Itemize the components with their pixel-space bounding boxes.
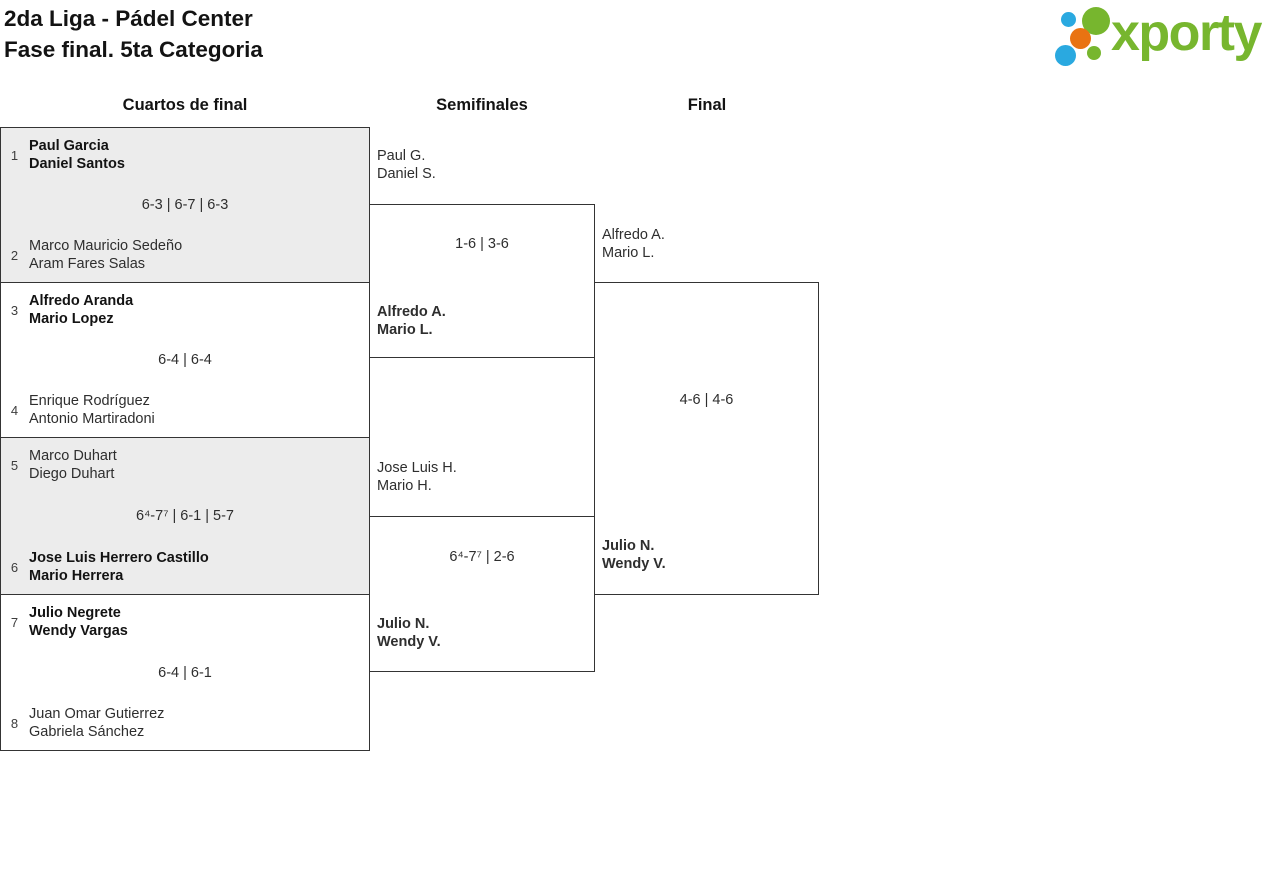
player-name: Marco Duhart	[29, 448, 117, 464]
team-row: 4 Enrique Rodríguez Antonio Martiradoni	[7, 392, 363, 428]
phase-subtitle: Fase final. 5ta Categoria	[4, 37, 263, 62]
player-name: Daniel Santos	[29, 156, 125, 172]
round-header-semifinals: Semifinales	[436, 96, 528, 114]
match-score: 6-3 | 6-7 | 6-3	[141, 197, 229, 213]
player-name: Juan Omar Gutierrez	[29, 706, 165, 722]
player-name: Aram Fares Salas	[29, 256, 146, 272]
match-score: 6-4 | 6-4	[158, 352, 212, 368]
team-names: Alfredo A. Mario L.	[602, 226, 665, 262]
match-score: 4-6 | 4-6	[679, 392, 734, 408]
player-name: Mario Herrera	[29, 568, 124, 584]
player-name: Mario Lopez	[29, 311, 114, 327]
team-names: Alfredo Aranda Mario Lopez	[29, 292, 133, 328]
player-name: Paul G.	[377, 148, 426, 164]
team-names: Juan Omar Gutierrez Gabriela Sánchez	[29, 705, 164, 741]
player-name: Mario H.	[377, 478, 432, 494]
team-names: Marco Duhart Diego Duhart	[29, 447, 117, 483]
quarterfinal-match-1: 1 Paul Garcia Daniel Santos 6-3 | 6-7 | …	[0, 127, 370, 283]
logo-dot-green-small-icon	[1087, 46, 1101, 60]
round-header-quarterfinals: Cuartos de final	[122, 96, 248, 114]
team-names: Alfredo A. Mario L.	[377, 303, 446, 339]
team-names: Jose Luis H. Mario H.	[377, 459, 457, 495]
player-name: Jose Luis H.	[377, 460, 457, 476]
semifinal-match-1-box	[369, 204, 595, 358]
team-row: 5 Marco Duhart Diego Duhart	[7, 447, 363, 483]
team-names: Julio N. Wendy V.	[602, 537, 666, 573]
team-row: 2 Marco Mauricio Sedeño Aram Fares Salas	[7, 237, 363, 273]
player-name: Marco Mauricio Sedeño	[29, 238, 183, 254]
tournament-name: 2da Liga - Pádel Center	[4, 6, 253, 31]
player-name: Enrique Rodríguez	[29, 393, 150, 409]
match-score: 1-6 | 3-6	[455, 236, 509, 252]
player-name: Paul Garcia	[29, 138, 109, 154]
logo-dot-orange-icon	[1070, 28, 1091, 49]
player-name: Wendy V.	[377, 634, 441, 650]
team-row: 1 Paul Garcia Daniel Santos	[7, 137, 363, 173]
team-names: Julio N. Wendy V.	[377, 615, 441, 651]
team-row: 7 Julio Negrete Wendy Vargas	[7, 604, 363, 640]
player-name: Diego Duhart	[29, 466, 115, 482]
player-name: Daniel S.	[377, 166, 436, 182]
match-score: 6⁴-7⁷ | 2-6	[449, 549, 515, 565]
player-name: Wendy Vargas	[29, 623, 128, 639]
player-name: Mario L.	[602, 245, 655, 261]
seed-number: 7	[10, 614, 19, 630]
round-header-final: Final	[687, 96, 727, 114]
team-row: 3 Alfredo Aranda Mario Lopez	[7, 292, 363, 328]
seed-number: 5	[10, 457, 19, 473]
team-names: Marco Mauricio Sedeño Aram Fares Salas	[29, 237, 182, 273]
seed-number: 2	[10, 247, 19, 263]
player-name: Julio Negrete	[29, 605, 121, 621]
team-row: 6 Jose Luis Herrero Castillo Mario Herre…	[7, 549, 363, 585]
quarterfinal-match-4: 7 Julio Negrete Wendy Vargas 6-4 | 6-1 8…	[0, 594, 370, 751]
seed-number: 1	[10, 147, 19, 163]
match-score: 6⁴-7⁷ | 6-1 | 5-7	[136, 508, 234, 524]
team-row: 8 Juan Omar Gutierrez Gabriela Sánchez	[7, 705, 363, 741]
player-name: Jose Luis Herrero Castillo	[29, 550, 209, 566]
player-name: Mario L.	[377, 322, 433, 338]
player-name: Wendy V.	[602, 556, 666, 572]
logo-dot-blue-small-icon	[1061, 12, 1076, 27]
logo-dot-blue-large-icon	[1055, 45, 1076, 66]
match-score: 6-4 | 6-1	[158, 664, 212, 681]
player-name: Alfredo Aranda	[29, 293, 134, 309]
team-names: Jose Luis Herrero Castillo Mario Herrera	[29, 549, 209, 585]
team-names: Paul Garcia Daniel Santos	[29, 137, 125, 173]
team-names: Julio Negrete Wendy Vargas	[29, 604, 128, 640]
player-name: Alfredo A.	[602, 227, 665, 243]
player-name: Gabriela Sánchez	[29, 724, 145, 740]
player-name: Alfredo A.	[377, 304, 446, 320]
final-match-box	[594, 282, 819, 595]
player-name: Antonio Martiradoni	[29, 411, 155, 427]
seed-number: 8	[10, 715, 19, 731]
player-name: Julio N.	[602, 538, 655, 554]
quarterfinal-match-2: 3 Alfredo Aranda Mario Lopez 6-4 | 6-4 4…	[0, 282, 370, 438]
seed-number: 4	[10, 402, 19, 418]
team-names: Enrique Rodríguez Antonio Martiradoni	[29, 392, 155, 428]
team-names: Paul G. Daniel S.	[377, 147, 436, 183]
seed-number: 3	[10, 302, 19, 318]
logo-wordmark: xporty	[1111, 4, 1262, 62]
player-name: Julio N.	[377, 616, 430, 632]
page-title: 2da Liga - Pádel Center Fase final. 5ta …	[4, 3, 263, 65]
seed-number: 6	[10, 559, 19, 575]
quarterfinal-match-3: 5 Marco Duhart Diego Duhart 6⁴-7⁷ | 6-1 …	[0, 437, 370, 595]
